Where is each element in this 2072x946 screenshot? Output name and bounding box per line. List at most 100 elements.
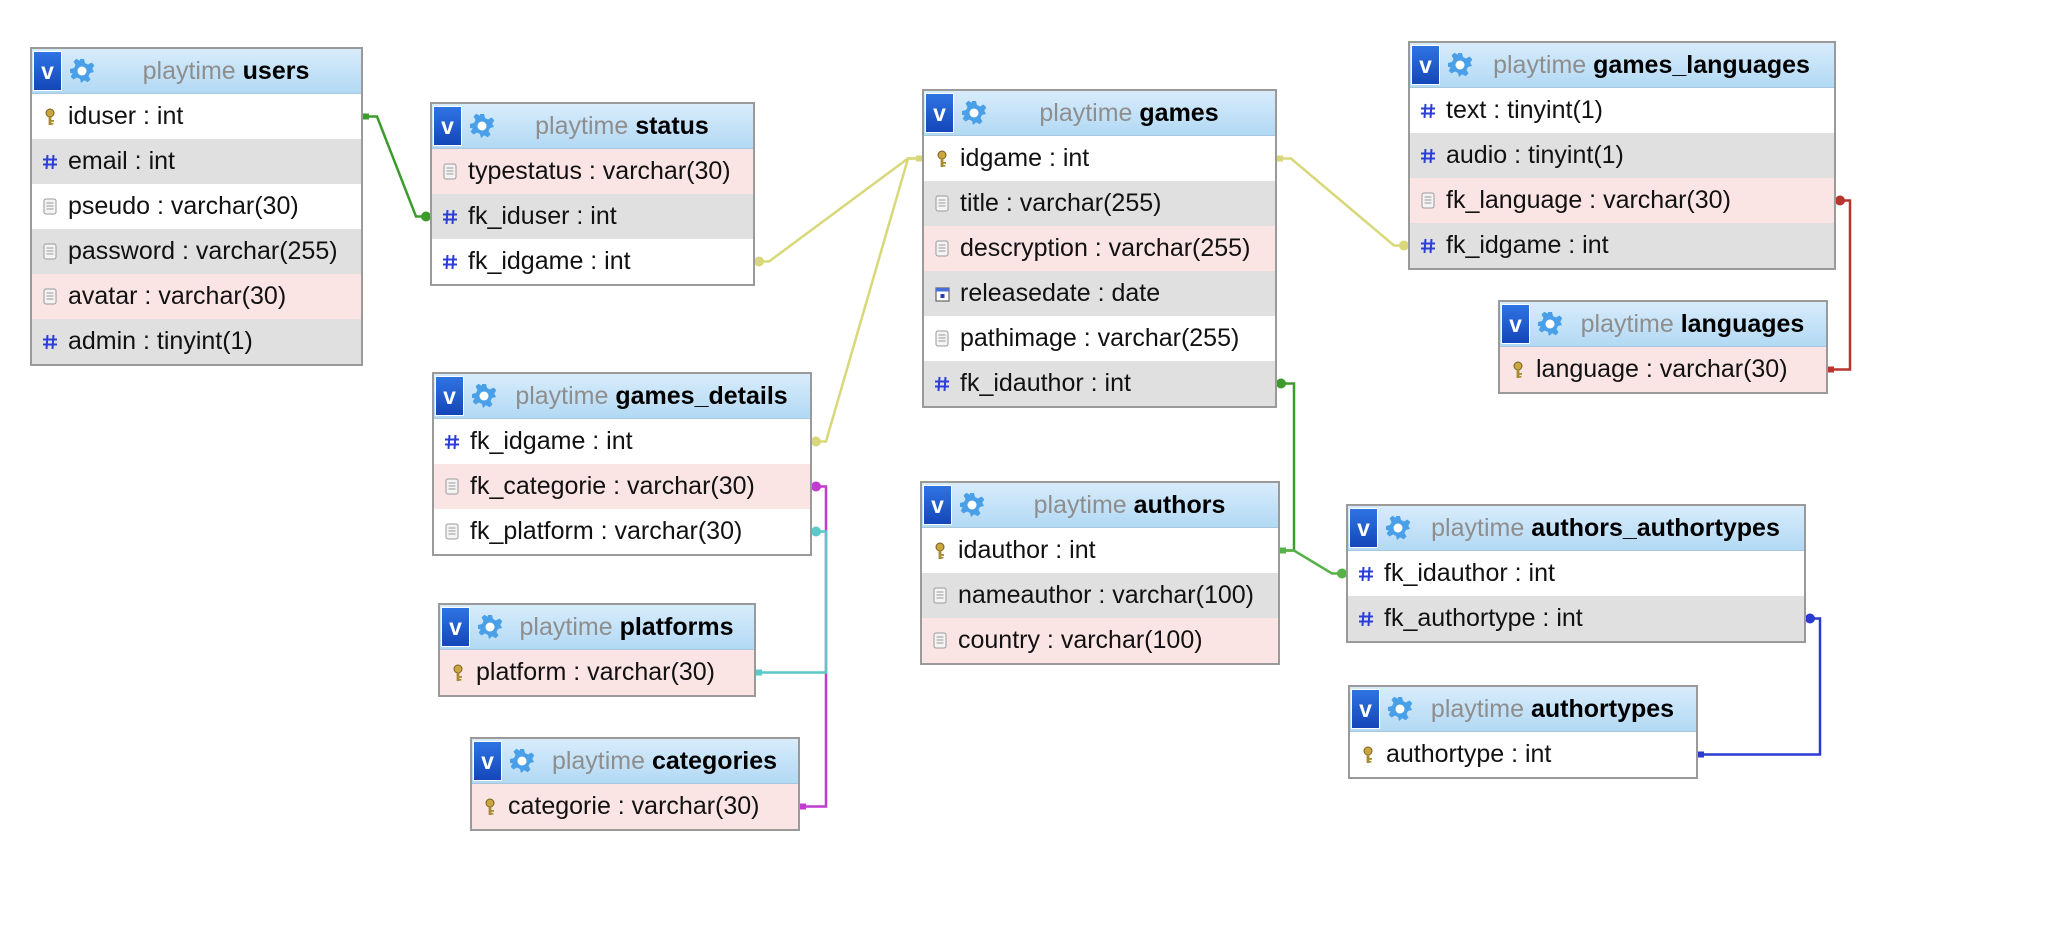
relation-endpoint — [1276, 378, 1286, 389]
gear-icon[interactable] — [1445, 50, 1475, 80]
toggle-columns-button[interactable]: v — [433, 106, 462, 146]
hash-icon — [1420, 147, 1436, 165]
database-name: playtime — [1493, 50, 1587, 79]
column-row[interactable]: fk_idgame : int — [432, 239, 753, 284]
table-games-languages[interactable]: v playtime games_languages text : tinyin… — [1408, 41, 1836, 270]
column-row[interactable]: fk_idauthor : int — [1348, 551, 1804, 596]
toggle-columns-button[interactable]: v — [435, 376, 464, 416]
table-platforms[interactable]: v playtime platforms platform : varchar(… — [438, 603, 756, 697]
gear-icon[interactable] — [1535, 309, 1565, 339]
toggle-columns-button[interactable]: v — [923, 485, 952, 525]
column-row[interactable]: releasedate : date — [924, 271, 1275, 316]
column-row[interactable]: email : int — [32, 139, 361, 184]
text-field-icon — [932, 587, 948, 605]
gear-icon[interactable] — [475, 612, 505, 642]
gear-icon[interactable] — [1383, 513, 1413, 543]
table-header[interactable]: v playtime authors — [922, 483, 1278, 528]
table-languages[interactable]: v playtime languages language : varchar(… — [1498, 300, 1828, 394]
toggle-columns-button[interactable]: v — [925, 93, 954, 133]
gear-icon[interactable] — [469, 381, 499, 411]
relation-anchor — [1698, 751, 1704, 758]
table-header[interactable]: v playtime authors_authortypes — [1348, 506, 1804, 551]
column-row[interactable]: country : varchar(100) — [922, 618, 1278, 663]
table-title: playtime games_details — [499, 382, 810, 411]
table-status[interactable]: v playtime status typestatus : varchar(3… — [430, 102, 755, 286]
table-categories[interactable]: v playtime categories categorie : varcha… — [470, 737, 800, 831]
table-header[interactable]: v playtime users — [32, 49, 361, 94]
table-authors-authortypes[interactable]: v playtime authors_authortypes fk_idauth… — [1346, 504, 1806, 643]
gear-icon[interactable] — [67, 56, 97, 86]
table-title: playtime authortypes — [1415, 695, 1696, 724]
column-row[interactable]: avatar : varchar(30) — [32, 274, 361, 319]
column-row[interactable]: text : tinyint(1) — [1410, 88, 1834, 133]
table-header[interactable]: v playtime games_details — [434, 374, 810, 419]
column-row[interactable]: iduser : int — [32, 94, 361, 139]
column-row[interactable]: idgame : int — [924, 136, 1275, 181]
column-row[interactable]: categorie : varchar(30) — [472, 784, 798, 829]
column-row[interactable]: pseudo : varchar(30) — [32, 184, 361, 229]
column-row[interactable]: pathimage : varchar(255) — [924, 316, 1275, 361]
column-row[interactable]: platform : varchar(30) — [440, 650, 754, 695]
table-games-details[interactable]: v playtime games_details fk_idgame : int… — [432, 372, 812, 556]
table-title: playtime authors — [987, 491, 1278, 520]
table-name: status — [635, 111, 709, 140]
column-label: email : int — [68, 147, 175, 175]
toggle-columns-button[interactable]: v — [473, 741, 502, 781]
gear-icon[interactable] — [959, 98, 989, 128]
column-row[interactable]: idauthor : int — [922, 528, 1278, 573]
toggle-columns-button[interactable]: v — [1411, 45, 1440, 85]
gear-icon[interactable] — [507, 746, 537, 776]
column-row[interactable]: fk_platform : varchar(30) — [434, 509, 810, 554]
hash-icon — [1358, 565, 1374, 583]
column-row[interactable]: authortype : int — [1350, 732, 1696, 777]
gear-icon[interactable] — [957, 490, 987, 520]
database-name: playtime — [1430, 694, 1525, 723]
column-row[interactable]: fk_idauthor : int — [924, 361, 1275, 406]
toggle-columns-button[interactable]: v — [33, 51, 62, 91]
toggle-columns-button[interactable]: v — [1351, 689, 1380, 729]
database-name: playtime — [1033, 490, 1127, 519]
text-field-icon — [42, 288, 58, 306]
toggle-columns-button[interactable]: v — [1501, 304, 1530, 344]
column-row[interactable]: admin : tinyint(1) — [32, 319, 361, 364]
table-header[interactable]: v playtime platforms — [440, 605, 754, 650]
column-row[interactable]: fk_idgame : int — [434, 419, 810, 464]
column-row[interactable]: fk_idgame : int — [1410, 223, 1834, 268]
column-row[interactable]: title : varchar(255) — [924, 181, 1275, 226]
table-users[interactable]: v playtime users iduser : int email : int… — [30, 47, 363, 366]
key-icon — [450, 664, 466, 682]
column-label: categorie : varchar(30) — [508, 792, 760, 820]
column-row[interactable]: descryption : varchar(255) — [924, 226, 1275, 271]
gear-icon[interactable] — [467, 111, 497, 141]
table-header[interactable]: v playtime status — [432, 104, 753, 149]
column-row[interactable]: fk_authortype : int — [1348, 596, 1804, 641]
hash-icon — [442, 208, 458, 226]
relation-endpoint — [1805, 613, 1815, 624]
gear-icon[interactable] — [1385, 694, 1415, 724]
toggle-columns-button[interactable]: v — [1349, 508, 1378, 548]
toggle-columns-button[interactable]: v — [441, 607, 470, 647]
table-header[interactable]: v playtime games_languages — [1410, 43, 1834, 88]
table-header[interactable]: v playtime languages — [1500, 302, 1826, 347]
table-header[interactable]: v playtime authortypes — [1350, 687, 1696, 732]
column-row[interactable]: audio : tinyint(1) — [1410, 133, 1834, 178]
database-name: playtime — [1580, 309, 1674, 338]
column-label: avatar : varchar(30) — [68, 282, 287, 310]
column-row[interactable]: fk_iduser : int — [432, 194, 753, 239]
text-field-icon — [444, 523, 460, 541]
hash-icon — [42, 153, 58, 171]
column-row[interactable]: fk_language : varchar(30) — [1410, 178, 1834, 223]
table-authortypes[interactable]: v playtime authortypes authortype : int — [1348, 685, 1698, 779]
table-header[interactable]: v playtime categories — [472, 739, 798, 784]
column-row[interactable]: language : varchar(30) — [1500, 347, 1826, 392]
key-icon — [1510, 361, 1526, 379]
table-header[interactable]: v playtime games — [924, 91, 1275, 136]
column-row[interactable]: password : varchar(255) — [32, 229, 361, 274]
column-row[interactable]: nameauthor : varchar(100) — [922, 573, 1278, 618]
column-row[interactable]: fk_categorie : varchar(30) — [434, 464, 810, 509]
column-row[interactable]: typestatus : varchar(30) — [432, 149, 753, 194]
